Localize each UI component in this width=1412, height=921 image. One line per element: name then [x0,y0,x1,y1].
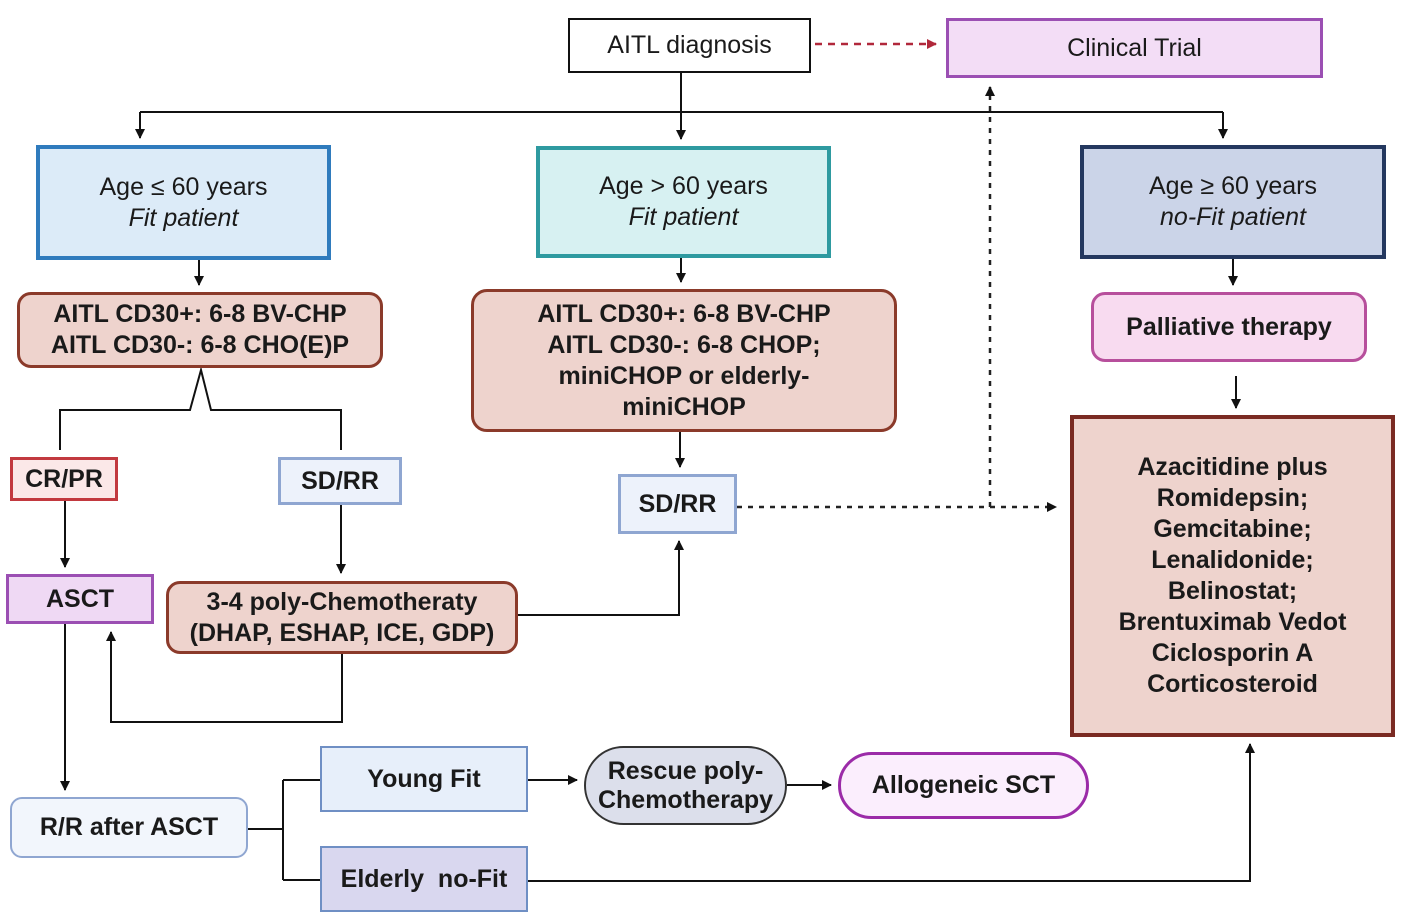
node-line: Belinostat; [1167,577,1298,605]
node-line: Fit patient [628,203,739,231]
node-line: Age > 60 years [599,172,768,200]
node-line: Rescue poly- [607,756,764,785]
node-line: Gemcitabine; [1153,515,1312,543]
node-line: no-Fit patient [1160,203,1306,231]
node-line: AITL CD30+: 6-8 BV-CHP [53,300,347,328]
node-salvage-options: Azacitidine plus Romidepsin; Gemcitabine… [1070,415,1395,737]
node-label: CR/PR [25,464,103,493]
edge-poly-sdrr [518,540,684,616]
node-age-gt60-fit: Age > 60 years Fit patient [536,146,831,258]
node-allogeneic-sct: Allogeneic SCT [838,752,1089,819]
node-asct: ASCT [6,574,154,624]
node-treatment-older: AITL CD30+: 6-8 BV-CHP AITL CD30-: 6-8 C… [471,289,897,432]
node-line: Corticosteroid [1147,670,1318,698]
node-poly-chemotherapy: 3-4 poly-Chemotheraty (DHAP, ESHAP, ICE,… [166,581,518,654]
node-line: miniCHOP or elderly- [558,361,810,390]
node-label: SD/RR [638,489,717,518]
node-line: miniCHOP [622,392,746,421]
node-line: Azacitidine plus [1137,453,1328,481]
node-line: Ciclosporin A [1151,639,1314,667]
node-cr-pr: CR/PR [10,457,118,501]
node-elderly-nofit: Elderly no-Fit [320,846,528,912]
node-young-fit: Young Fit [320,746,528,812]
edge-treat1-split [59,366,342,450]
node-aitl-diagnosis: AITL diagnosis [568,18,811,73]
node-line: AITL CD30-: 6-8 CHOP; [547,330,821,359]
node-line: (DHAP, ESHAP, ICE, GDP) [189,618,495,647]
node-line: Age ≥ 60 years [1149,172,1317,200]
node-line: Lenalidonide; [1151,546,1314,574]
node-label: Clinical Trial [1067,33,1202,62]
node-line: Age ≤ 60 years [99,172,268,201]
node-label: AITL diagnosis [607,31,772,59]
node-line: Fit patient [128,203,239,232]
node-treatment-young: AITL CD30+: 6-8 BV-CHP AITL CD30-: 6-8 C… [17,292,383,368]
node-label: Allogeneic SCT [871,771,1056,799]
node-age-ge60-nofit: Age ≥ 60 years no-Fit patient [1080,145,1386,259]
node-sd-rr-left: SD/RR [278,457,402,505]
node-label: R/R after ASCT [39,813,219,841]
node-age-le60-fit: Age ≤ 60 years Fit patient [36,145,331,260]
node-line: Brentuximab Vedot [1118,608,1347,636]
node-line: AITL CD30+: 6-8 BV-CHP [537,299,831,328]
node-label: SD/RR [301,466,379,495]
edge-elderly-salvage [528,743,1255,882]
node-label: Elderly no-Fit [340,864,508,893]
node-line: 3-4 poly-Chemotheraty [206,587,478,616]
node-label: Palliative therapy [1126,312,1332,341]
node-line: Chemotherapy [597,785,774,814]
node-line: AITL CD30-: 6-8 CHO(E)P [50,331,350,359]
edge-poly-asct [106,631,343,723]
node-line: Romidepsin; [1156,484,1309,512]
node-clinical-trial: Clinical Trial [946,18,1323,78]
node-sd-rr-mid: SD/RR [618,474,737,534]
node-palliative-therapy: Palliative therapy [1091,292,1367,362]
node-rr-after-asct: R/R after ASCT [10,797,248,858]
node-rescue-poly-chemotherapy: Rescue poly- Chemotherapy [584,746,787,825]
node-label: Young Fit [367,764,481,793]
node-label: ASCT [45,584,115,613]
